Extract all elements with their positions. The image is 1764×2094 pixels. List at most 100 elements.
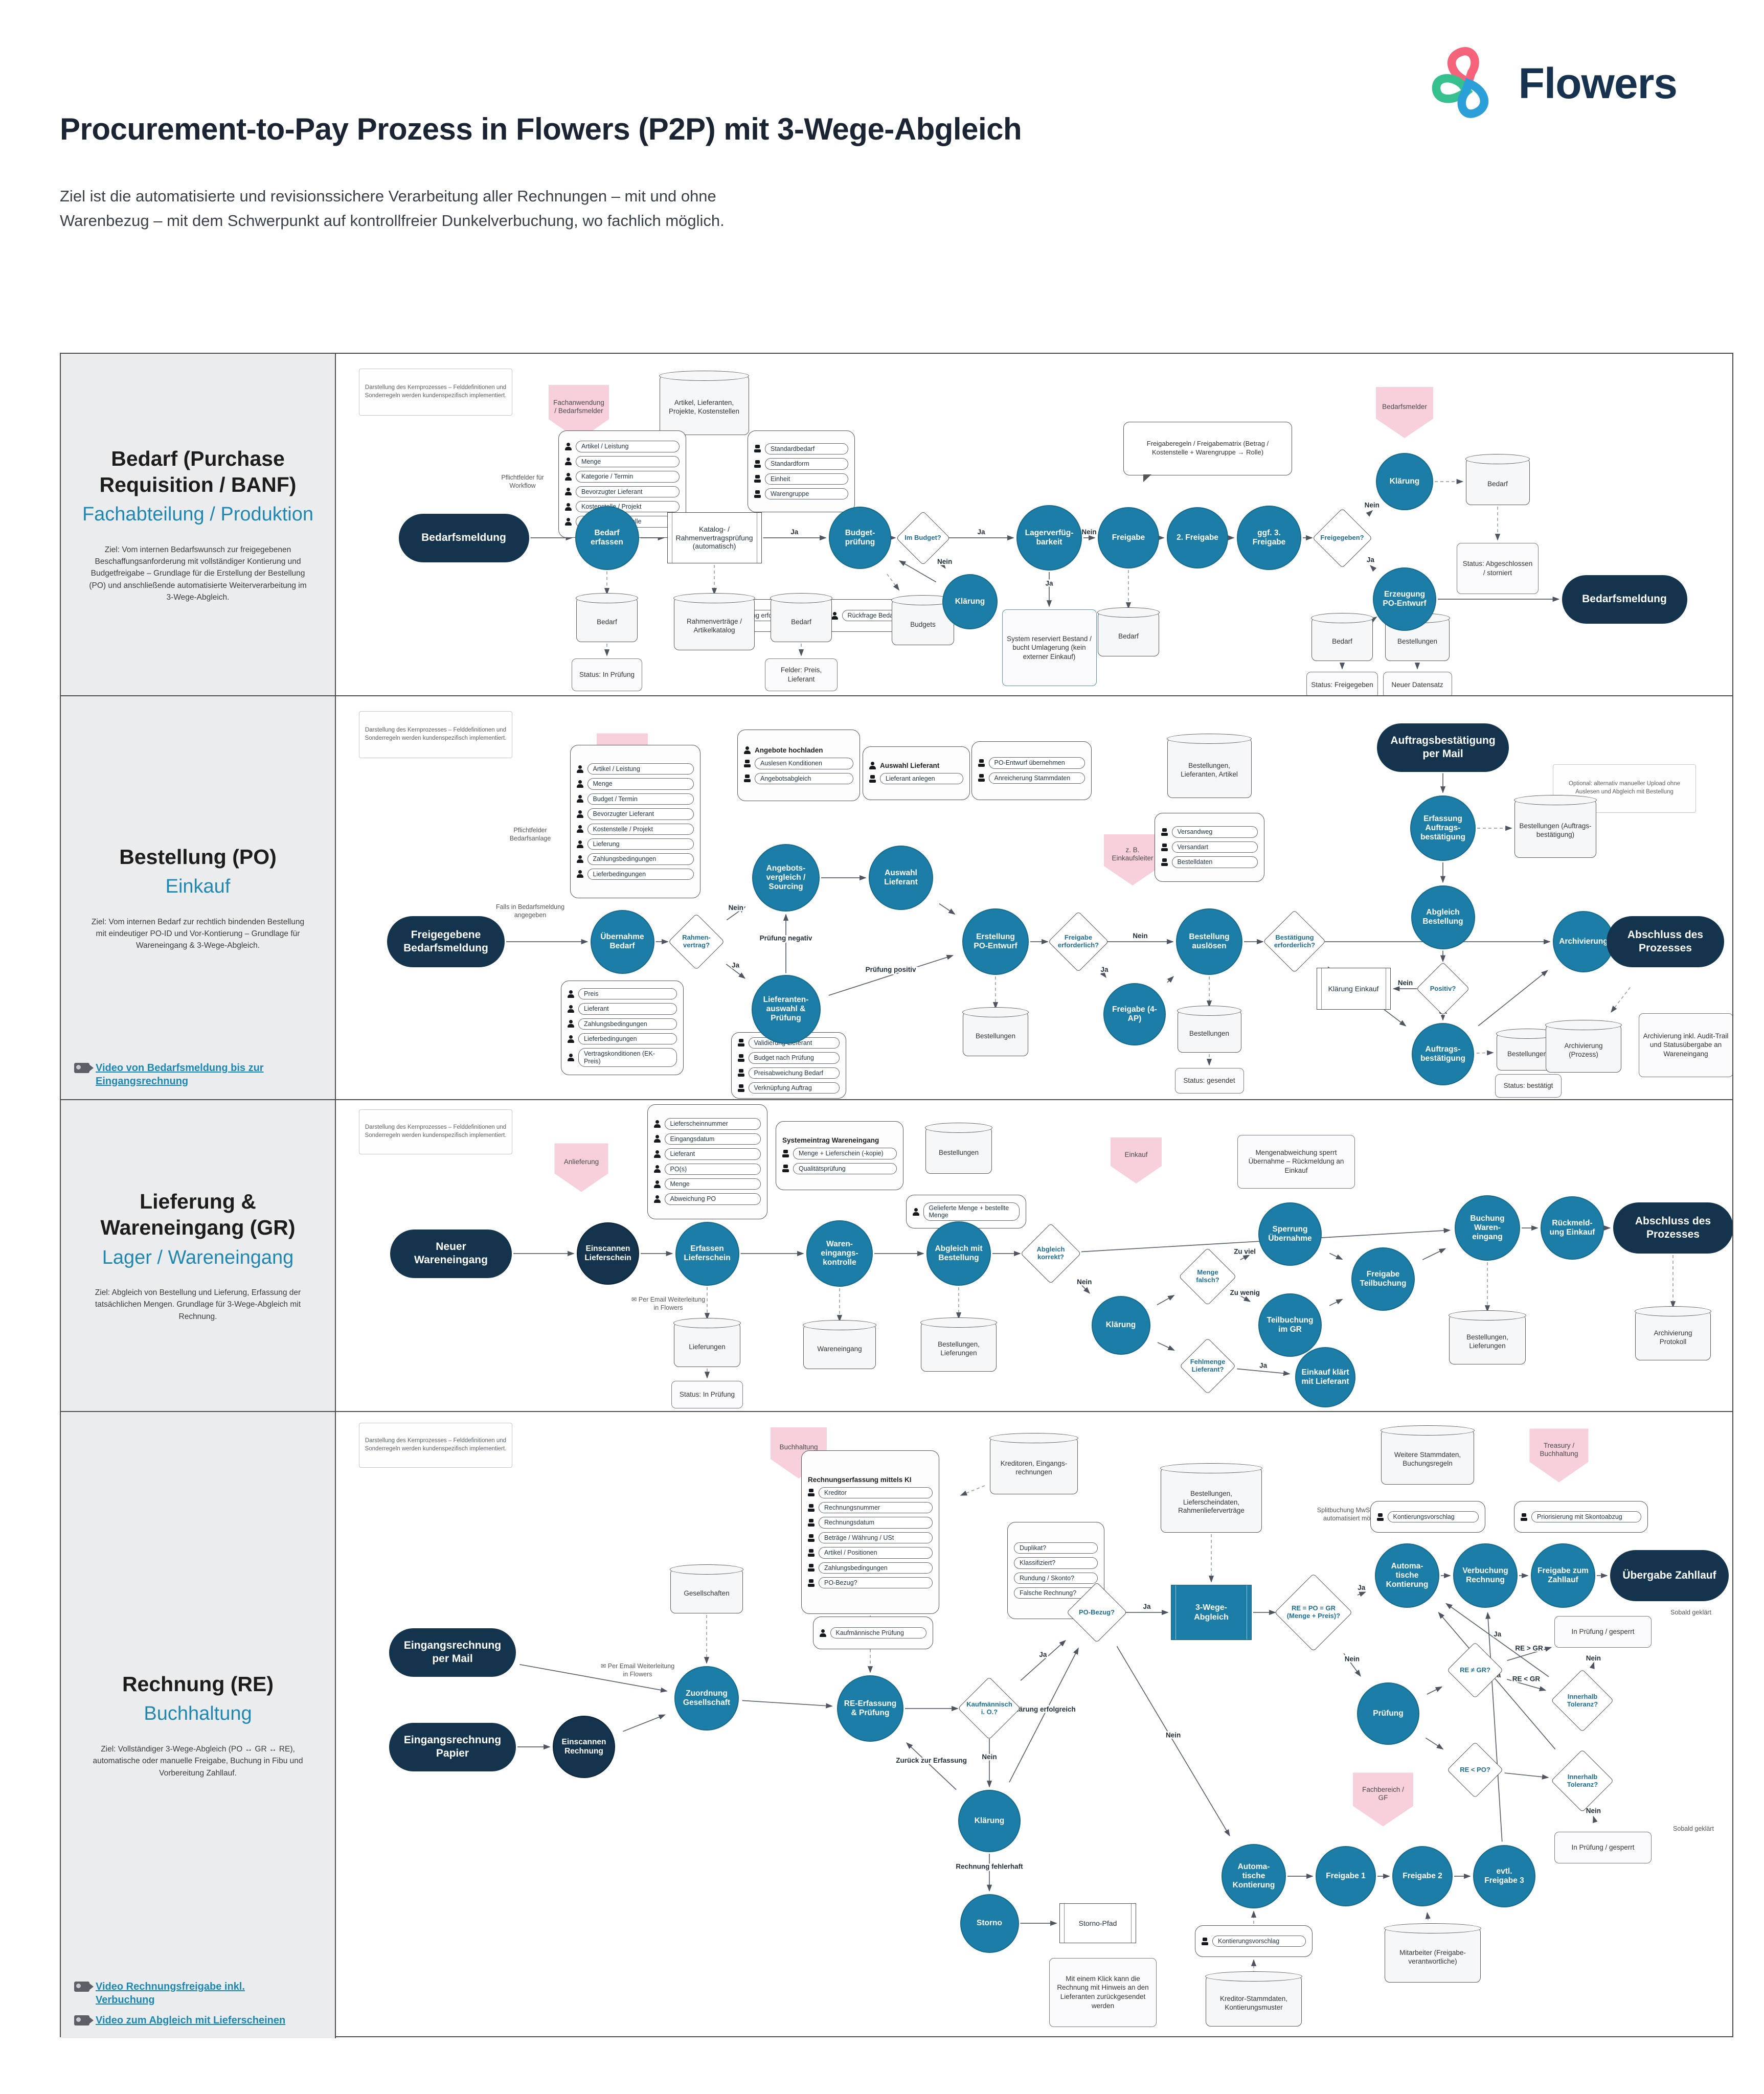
robot-icon — [808, 1489, 815, 1497]
db-archivierung-protokoll: Archivierung Protokoll — [1635, 1306, 1711, 1360]
lane-title: Bedarf (Purchase Requisition / BANF) — [99, 446, 297, 497]
robot-icon — [978, 759, 985, 767]
dec-fehlmenge: Fehlmenge Lieferant? — [1179, 1337, 1236, 1395]
sub-3-wege-abgleich: 3-Wege-Abgleich — [1171, 1585, 1252, 1640]
proc-bedarf-erfassen: Bedarf erfassen — [575, 506, 639, 570]
checklist-item: Einheit — [754, 473, 848, 485]
robot-icon — [737, 1069, 744, 1077]
checklist-item: Rechnungsdatum — [808, 1517, 933, 1529]
video-link-3-1[interactable]: Video zum Abgleich mit Lieferscheinen — [74, 2014, 285, 2027]
checklist-item: Lieferscheinnummer — [653, 1118, 761, 1130]
video-link-3-0[interactable]: Video Rechnungsfreigabe inkl. Verbuchung — [74, 1980, 294, 2007]
robot-icon — [808, 1549, 815, 1557]
checklist-kontierungsvorschlag-oben: Kontierungsvorschlag — [1370, 1501, 1485, 1533]
video-camera-icon — [74, 1982, 94, 1992]
dec-positiv: Positiv? — [1416, 962, 1470, 1016]
proc-bestellung-ausloesen: Bestellung auslösen — [1176, 908, 1242, 975]
checklist-item: Lieferung — [576, 838, 694, 850]
lane-rechnung-header: Rechnung (RE) Buchhaltung Ziel: Vollstän… — [61, 1412, 336, 2038]
checklist-item: Lieferbedingungen — [576, 868, 694, 880]
person-icon — [819, 1629, 826, 1637]
robot-icon — [737, 1054, 744, 1062]
box-status-freigegeben: Status: Freigegeben — [1306, 672, 1378, 695]
box-in-pruefung-2: In Prüfung / gesperrt — [1554, 1832, 1652, 1863]
checklist-item: Standardform — [754, 458, 848, 470]
checklist-item: Beträge / Währung / USt — [808, 1532, 933, 1544]
checklist-item: PO-Entwurf übernehmen — [978, 757, 1085, 769]
checklist-item: PO-Bezug? — [808, 1577, 933, 1589]
start-neuer-wareneingang: Neuer Wareneingang — [390, 1229, 512, 1278]
person-icon — [653, 1165, 661, 1173]
checklist-item: Bestelldaten — [1161, 856, 1258, 868]
svg-text:Ja: Ja — [1039, 1651, 1047, 1658]
svg-text:Nein: Nein — [1133, 932, 1147, 940]
person-icon — [576, 765, 583, 773]
person-icon — [565, 472, 572, 481]
checklist-item: Falsche Rechnung? — [1014, 1587, 1098, 1599]
checklist-item: Eingangsdatum — [653, 1133, 761, 1145]
lane-wareneingang: Lieferung & Wareneingang (GR) Lager / Wa… — [61, 1100, 1732, 1412]
robot-icon — [754, 445, 761, 453]
page-subtitle-line1: Ziel ist die automatisierte und revision… — [60, 187, 716, 205]
lane-bestellung: Bestellung (PO) Einkauf Ziel: Vom intern… — [61, 696, 1732, 1100]
proc-angebotsvergleich: Angebots-vergleich / Sourcing — [752, 844, 820, 912]
robot-icon — [1161, 843, 1168, 851]
checklist-kontierungsvorschlag: Kontierungsvorschlag — [1195, 1925, 1313, 1957]
db-bedarf-4: Bedarf — [1311, 613, 1373, 661]
checklist-item: Klassifiziert? — [1014, 1557, 1098, 1569]
robot-icon — [1376, 1513, 1384, 1521]
flowers-logo: Flowers — [1429, 45, 1678, 122]
svg-text:Ja: Ja — [1101, 966, 1109, 973]
person-icon — [568, 990, 574, 998]
end-uebergabe-zahllauf: Übergabe Zahllauf — [1610, 1550, 1729, 1601]
svg-text:RE > GR: RE > GR — [1515, 1644, 1543, 1652]
dec-po-bezug: PO-Bezug? — [1066, 1582, 1127, 1643]
db-stammdaten: Artikel, Lieferanten, Projekte, Kostenst… — [659, 371, 750, 435]
end-abschluss-gr: Abschluss des Prozesses — [1613, 1202, 1732, 1254]
checklist-item: Abweichung PO — [653, 1193, 761, 1205]
lane-subtitle: Buchhaltung — [144, 1703, 252, 1725]
db-bestellungen-lieferungen: Bestellungen, Lieferungen — [920, 1317, 997, 1372]
checklist-item: Lieferant — [568, 1003, 677, 1015]
hinweis-kernprozess: Darstellung des Kernprozesses – Felddefi… — [359, 369, 512, 416]
page-title: Procurement-to-Pay Prozess in Flowers (P… — [60, 112, 1022, 146]
checklist-item: Vertragskonditionen (EK-Preis) — [568, 1048, 677, 1067]
lane-goal: Ziel: Vom internen Bedarf zur rechtlich … — [91, 917, 305, 950]
start-auftragsbestaetigung: Auftragsbestätigung per Mail — [1377, 723, 1509, 772]
person-icon — [576, 840, 583, 848]
video-link-1-0[interactable]: Video von Bedarfsmeldung bis zur Eingang… — [74, 1061, 294, 1088]
svg-text:Prüfung positiv: Prüfung positiv — [866, 966, 916, 973]
checklist-item: Artikel / Leistung — [576, 763, 694, 775]
checklist-item: Zahlungsbedingungen — [808, 1562, 933, 1574]
box-status-pruefung: Status: In Prüfung — [572, 658, 642, 691]
svg-text:Nein: Nein — [937, 558, 952, 565]
label-pflichtfelder-bedarfsanlage: Pflichtfelder Bedarfsanlage — [509, 826, 551, 842]
proc-wareneingangskontrolle: Waren-eingangs-kontrolle — [806, 1220, 873, 1287]
checklist-item: Versandweg — [1161, 826, 1258, 838]
box-reservierung: System reserviert Bestand / bucht Umlage… — [1002, 609, 1097, 686]
flowers-logo-text: Flowers — [1518, 59, 1678, 107]
start-freigegebene-bedarfsmeldung: Freigegebene Bedarfsmeldung — [387, 916, 505, 967]
proc-freigabe-4ap: Freigabe (4-AP) — [1103, 983, 1166, 1045]
proc-lieferantenauswahl: Lieferanten-auswahl & Prüfung — [751, 974, 821, 1044]
lane-bestellung-header: Bestellung (PO) Einkauf Ziel: Vom intern… — [61, 696, 336, 1099]
checklist-item: Rundung / Skonto? — [1014, 1572, 1098, 1584]
person-icon — [568, 1020, 574, 1028]
lane-goal: Ziel: Vom internen Bedarfswunsch zur fre… — [89, 545, 307, 602]
label-falls-angegeben: Falls in Bedarfsmeldung angegeben — [495, 903, 565, 919]
proc-freigabe-zahllauf: Freigabe zum Zahllauf — [1531, 1543, 1595, 1608]
checklist-item: Anreicherung Stammdaten — [978, 772, 1085, 784]
proc-zuordnung-gesellschaft: Zuordnung Gesellschaft — [674, 1666, 739, 1731]
sub-storno-pfad: Storno-Pfad — [1059, 1903, 1136, 1943]
checklist-item: Priorisierung mit Skontoabzug — [1521, 1511, 1641, 1523]
box-storno-hinweis: Mit einem Klick kann die Rechnung mit Hi… — [1049, 1958, 1157, 2027]
db-bestellungen-lieferscheine: Bestellungen, Lieferscheindaten, Rahmenl… — [1160, 1463, 1262, 1533]
checklist-item: Kontierungsvorschlag — [1376, 1511, 1479, 1523]
checklist-item: Versandart — [1161, 841, 1258, 853]
lane-goal: Ziel: Abgleich von Bestellung und Liefer… — [95, 1288, 301, 1321]
